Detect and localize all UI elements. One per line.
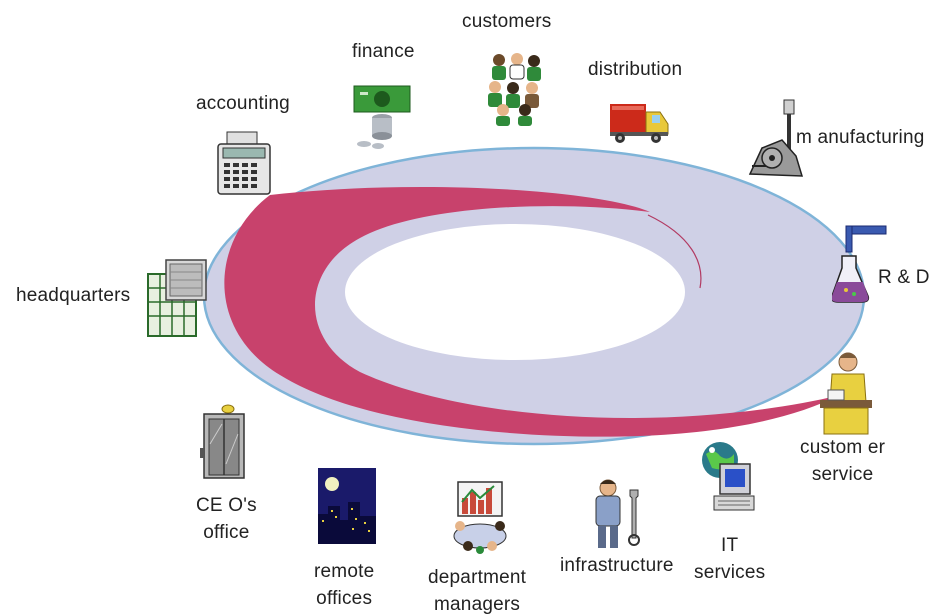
worker-wrench-icon (590, 478, 648, 550)
ring-body (202, 146, 866, 446)
lab-flask-icon (832, 222, 890, 306)
meeting-chart-icon (450, 480, 510, 554)
people-group-icon (485, 52, 547, 126)
infrastructure-label: infrastructure (560, 555, 674, 576)
delivery-truck-icon (608, 100, 670, 146)
calculator-icon (215, 130, 273, 196)
customers-label: customers (462, 11, 552, 32)
office-building-icon (146, 258, 210, 340)
manufacturing-label: m anufacturing (796, 127, 925, 148)
finance-label: finance (352, 41, 415, 62)
money-coins-icon (352, 84, 412, 150)
ceo-office-label: CE O's office (196, 495, 257, 543)
computer-globe-icon (698, 440, 756, 514)
rd-label: R & D (878, 267, 930, 288)
customer-service-label: custom er service (800, 437, 886, 485)
night-city-icon (316, 466, 378, 546)
elevator-door-icon (200, 404, 246, 480)
department-managers-label: department managers (428, 567, 527, 615)
service-agent-icon (818, 350, 874, 436)
accounting-label: accounting (196, 93, 290, 114)
remote-offices-label: remote offices (314, 561, 375, 609)
it-services-label: IT services (694, 535, 766, 583)
distribution-label: distribution (588, 59, 683, 80)
factory-machine-icon (746, 96, 808, 182)
headquarters-label: headquarters (16, 285, 131, 306)
